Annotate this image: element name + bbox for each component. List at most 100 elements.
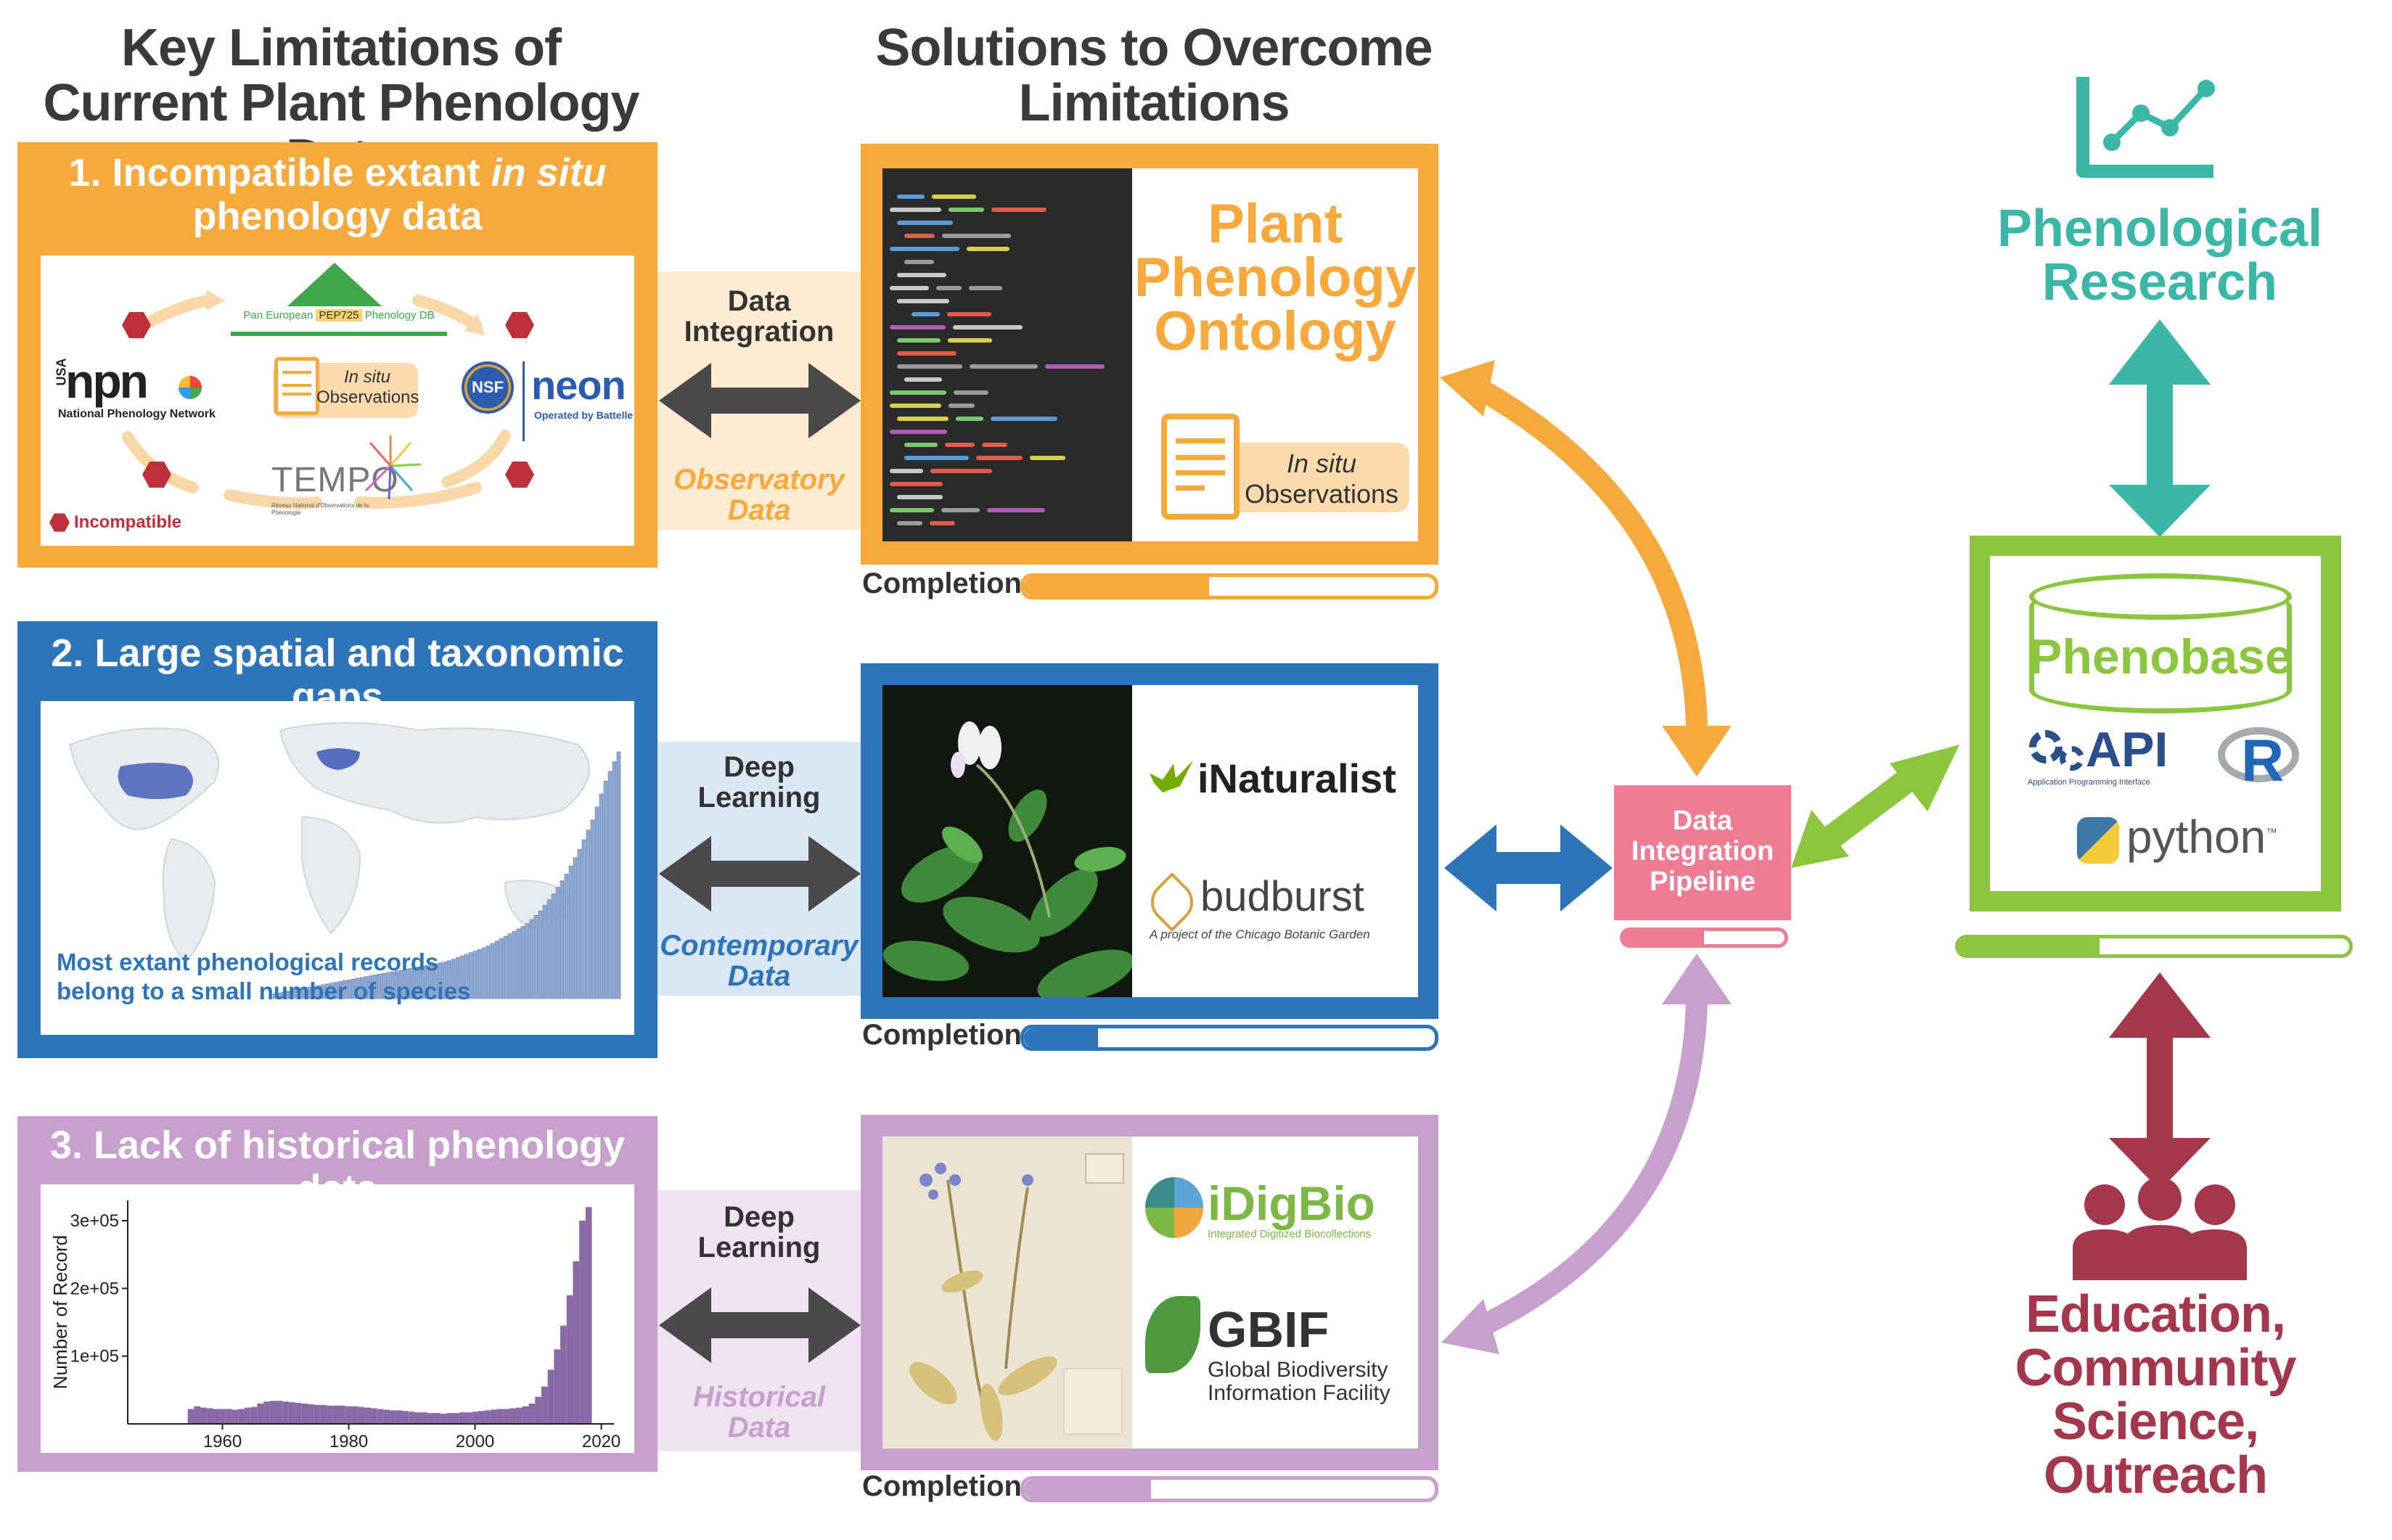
connector-3-sub-line1: Historical xyxy=(692,1381,826,1413)
species-bar xyxy=(555,887,560,999)
species-bar xyxy=(520,926,525,999)
connector-3-sub: Historical Data xyxy=(658,1382,861,1443)
pipeline-label: Data Integration Pipeline xyxy=(1614,806,1791,897)
ontology-title: Plant Phenology Ontology xyxy=(1132,197,1418,359)
chart-bar xyxy=(282,1401,289,1424)
code-line xyxy=(967,247,1009,251)
chart-bar xyxy=(459,1412,466,1424)
species-bar xyxy=(599,793,604,999)
incompatible-legend-text: Incompatible xyxy=(74,512,182,532)
chart-bar xyxy=(194,1406,201,1424)
limitation-1-title: 1. Incompatible extant in situ phenology… xyxy=(17,151,658,238)
code-line xyxy=(890,247,959,251)
chart-bar xyxy=(383,1409,390,1424)
pep-label-right: Phenology DB xyxy=(364,309,435,321)
species-bar xyxy=(468,952,473,999)
species-bar xyxy=(503,935,508,999)
teal-arrowhead-icon xyxy=(2109,485,2211,537)
nsf-text: NSF xyxy=(472,378,504,396)
species-bar xyxy=(459,955,464,999)
ontology-card: Plant Phenology Ontology In situ Observa… xyxy=(1132,168,1418,541)
species-bar xyxy=(303,988,308,999)
gbif-caption-line1: Global Biodiversity xyxy=(1208,1358,1388,1382)
x-tick-label: 1980 xyxy=(329,1432,368,1451)
phenological-research-label: Phenological Research xyxy=(1986,202,2334,309)
chart-bar xyxy=(390,1410,396,1424)
species-bar xyxy=(337,981,343,999)
species-bar xyxy=(486,946,491,999)
chart-bar xyxy=(472,1412,478,1424)
insitu-text: Observations xyxy=(316,388,419,407)
species-bar xyxy=(359,977,364,999)
species-bar xyxy=(494,941,499,999)
code-line xyxy=(897,495,943,499)
completion-bar-1 xyxy=(1020,573,1438,599)
ontology-title-line1: Plant xyxy=(1208,193,1343,255)
budburst-leaf-icon xyxy=(1142,872,1203,933)
limitation-panel-1: 1. Incompatible extant in situ phenology… xyxy=(17,142,658,568)
species-bar xyxy=(433,963,438,999)
species-bar xyxy=(364,976,369,999)
connector-1-label-line2: Integration xyxy=(684,316,835,348)
completion-fill-3 xyxy=(1024,1480,1152,1499)
x-tick-label: 2000 xyxy=(456,1432,494,1451)
chart-bar xyxy=(522,1406,529,1424)
gbif-logo: GBIF xyxy=(1208,1301,1330,1358)
incompatible-hex-icon xyxy=(505,462,534,488)
species-bar xyxy=(385,972,390,999)
chart-bar xyxy=(320,1404,327,1424)
species-distribution-chart xyxy=(272,751,621,999)
python-logo: python™ xyxy=(2126,810,2277,864)
species-bar xyxy=(285,991,290,999)
code-line xyxy=(947,312,991,316)
code-line xyxy=(976,456,1023,460)
code-line xyxy=(956,417,983,421)
chart-bar xyxy=(541,1386,548,1424)
gbif-leaf-icon xyxy=(1145,1296,1200,1373)
ontology-insitu-label: Observations xyxy=(1244,479,1399,509)
chart-bar xyxy=(434,1413,441,1424)
code-line xyxy=(949,404,975,408)
chart-bar xyxy=(484,1410,491,1424)
species-bar xyxy=(298,988,303,999)
species-bar xyxy=(311,986,316,999)
connector-1-label: Data Integration xyxy=(658,286,861,347)
neon-caption: Operated by Battelle xyxy=(534,409,634,421)
chart-bar xyxy=(371,1408,377,1424)
chart-bar xyxy=(187,1409,194,1424)
chart-bar xyxy=(453,1413,459,1424)
ontology-insitu-italic: In situ xyxy=(1286,449,1357,478)
code-line xyxy=(897,521,922,525)
code-line xyxy=(970,364,1038,369)
completion-bar-3 xyxy=(1020,1476,1438,1502)
connector-3-label-line1: Deep xyxy=(724,1201,795,1233)
python-tm: ™ xyxy=(2266,827,2278,840)
species-bar xyxy=(516,928,521,999)
species-bar xyxy=(416,966,421,999)
chart-bar xyxy=(554,1349,561,1424)
idigbio-logo: iDigBio xyxy=(1208,1176,1375,1230)
y-tick-label: 1e+05 xyxy=(70,1347,119,1367)
limitation-1-title-prefix: 1. Incompatible extant xyxy=(68,151,491,194)
ontology-title-line2: Phenology xyxy=(1134,247,1417,308)
species-bar xyxy=(507,933,512,999)
species-bar xyxy=(551,893,556,999)
chart-bar xyxy=(396,1410,403,1424)
species-bar xyxy=(368,975,373,999)
code-line xyxy=(941,508,980,512)
chart-bar xyxy=(535,1396,541,1424)
insitu-italic: In situ xyxy=(343,367,391,387)
trend-chart-icon xyxy=(2076,77,2215,178)
chart-bar xyxy=(427,1413,435,1424)
incompatible-hex-icon xyxy=(122,312,151,338)
species-bar xyxy=(612,761,617,999)
inaturalist-bird-icon xyxy=(1150,761,1193,792)
idigbio-caption: Integrated Digitized Biocollections xyxy=(1208,1228,1372,1240)
solution-panel-1: Plant Phenology Ontology In situ Observa… xyxy=(861,144,1438,565)
tempo-sunburst-icon xyxy=(364,435,422,500)
community-group-icon xyxy=(2073,1179,2247,1280)
species-bar xyxy=(607,771,613,999)
chart-bar xyxy=(478,1411,485,1424)
species-bar xyxy=(346,979,351,999)
y-tick-label: 3e+05 xyxy=(70,1211,119,1231)
